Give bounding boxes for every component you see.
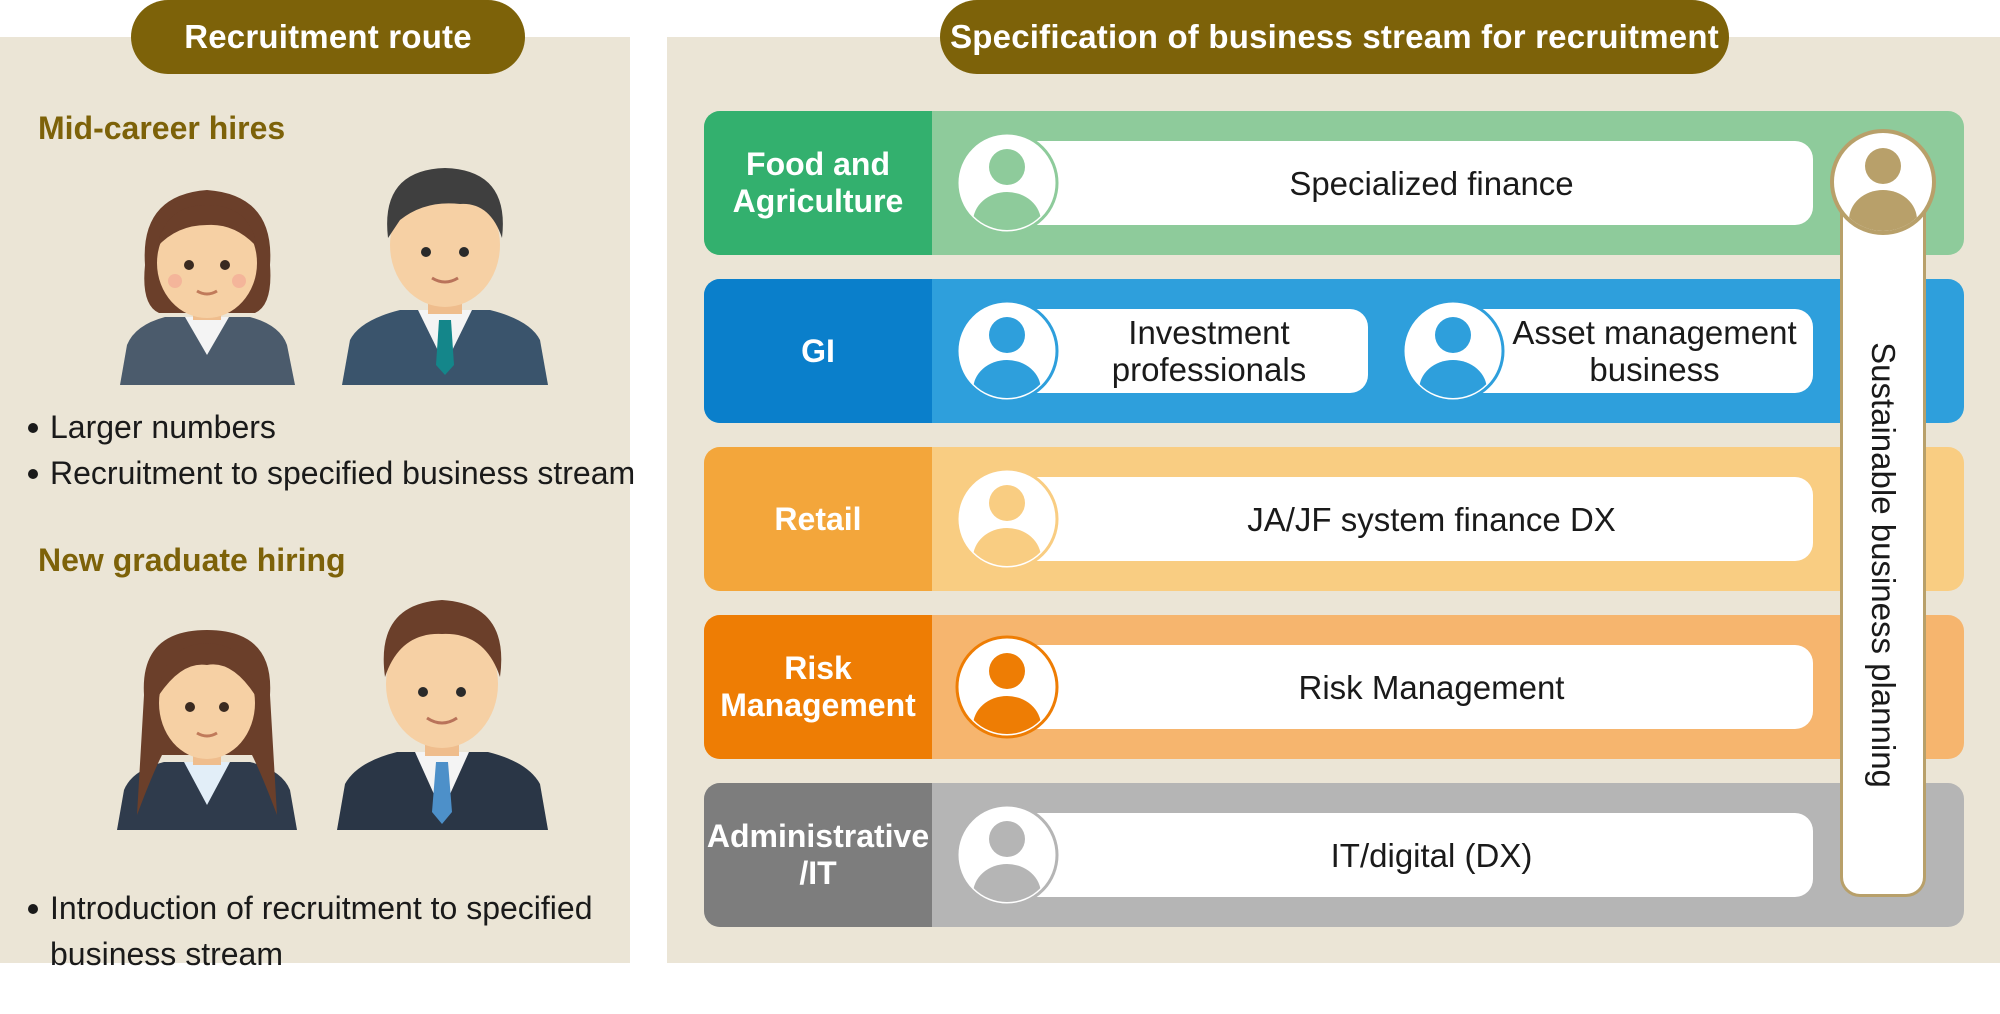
person-icon xyxy=(955,467,1059,571)
mid-career-bullet-1: Larger numbers xyxy=(26,404,635,450)
mid-career-heading: Mid-career hires xyxy=(38,110,286,146)
role-pill: Specialized finance xyxy=(1010,141,1813,225)
mid-career-man-avatar xyxy=(342,168,548,385)
role-pill: Risk Management xyxy=(1010,645,1813,729)
sustainable-planning-label: Sustainable business planning xyxy=(1865,342,1902,788)
new-graduate-bullet-1: Introduction of recruitment to specified… xyxy=(26,885,593,977)
business-stream-label: Food and Agriculture xyxy=(704,111,932,255)
business-stream-label: Retail xyxy=(704,447,932,591)
person-icon xyxy=(955,803,1059,907)
new-graduate-heading: New graduate hiring xyxy=(38,542,346,578)
person-icon xyxy=(955,635,1059,739)
role-pill: Investment professionals xyxy=(1010,309,1368,393)
person-icon xyxy=(955,131,1059,235)
mid-career-bullet-2: Recruitment to specified business stream xyxy=(26,450,635,496)
sustainable-planning-person-icon xyxy=(1830,129,1936,235)
new-graduate-woman-avatar xyxy=(117,630,297,830)
role-pill: Asset management business xyxy=(1456,309,1813,393)
person-icon xyxy=(1401,299,1505,403)
business-stream-label: Administrative /IT xyxy=(704,783,932,927)
new-graduate-man-avatar xyxy=(337,600,548,830)
sustainable-planning-bar xyxy=(1840,190,1926,897)
mid-career-woman-avatar xyxy=(120,190,295,385)
mid-career-bullets: Larger numbers Recruitment to specified … xyxy=(26,404,635,496)
recruitment-route-title: Recruitment route xyxy=(131,0,525,74)
new-graduate-bullets: Introduction of recruitment to specified… xyxy=(26,848,593,1014)
business-stream-label: Risk Management xyxy=(704,615,932,759)
business-stream-title: Specification of business stream for rec… xyxy=(940,0,1729,74)
person-icon xyxy=(955,299,1059,403)
role-pill: IT/digital (DX) xyxy=(1010,813,1813,897)
business-stream-label: GI xyxy=(704,279,932,423)
role-pill: JA/JF system finance DX xyxy=(1010,477,1813,561)
